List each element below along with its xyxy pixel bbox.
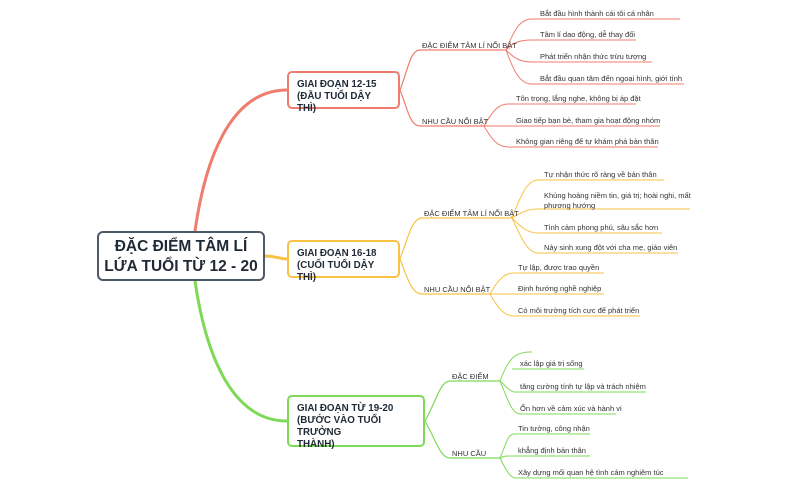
root-topic[interactable]: ĐẶC ĐIỂM TÂM LÍ LỨA TUỔI TỪ 12 - 20	[97, 231, 265, 281]
leaf-item[interactable]: Ổn hơn về cảm xúc và hành vi	[520, 404, 622, 413]
group-label-characteristics[interactable]: ĐẶC ĐIỂM TÂM LÍ NỔI BẬT	[422, 41, 517, 50]
leaf-item[interactable]: Có môi trường tích cực để phát triển	[518, 306, 640, 315]
root-title-line2: LỨA TUỔI TỪ 12 - 20	[104, 258, 258, 275]
stage-12-15[interactable]: GIAI ĐOẠN 12-15 (ĐẦU TUỔI DẬY THÌ)	[287, 71, 400, 114]
leaf-item[interactable]: Định hướng nghề nghiệp	[518, 284, 602, 293]
group-label-characteristics[interactable]: ĐẶC ĐIỂM TÂM LÍ NỔI BẬT	[424, 209, 519, 218]
leaf-item[interactable]: Không gian riêng để tự khám phá bản thân	[516, 137, 659, 146]
stage-subtitle: (ĐẦU TUỔI DẬY THÌ)	[297, 91, 371, 114]
connector-stage1-group2	[399, 89, 484, 127]
leaf-item[interactable]: Tình cảm phong phú, sâu sắc hơn	[544, 223, 659, 232]
connector-s2g1-item2	[511, 208, 690, 219]
stage-subtitle: (BƯỚC VÀO TUỔI TRƯỞNG	[297, 415, 381, 438]
leaf-item[interactable]: Tự nhận thức rõ ràng về bản thân	[544, 170, 657, 179]
group-label-characteristics[interactable]: ĐẶC ĐIỂM	[452, 372, 489, 381]
connector-root-stage1	[193, 88, 288, 232]
connector-s2g1-item1	[511, 179, 664, 219]
leaf-item[interactable]: Khủng hoảng niềm tin, giá trị; hoài nghi…	[544, 191, 691, 210]
connector-s1g2-item1	[483, 103, 636, 127]
leaf-item[interactable]: xác lập giá trị sống	[520, 359, 583, 368]
leaf-item[interactable]: Phát triển nhận thức trừu tượng	[540, 52, 647, 61]
stage-subtitle: (CUỐI TUỔI DẬY THÌ)	[297, 260, 375, 283]
leaf-item[interactable]: Bắt đầu hình thành cái tôi cá nhân	[540, 9, 654, 18]
connector-s2g2-item3	[489, 293, 640, 317]
leaf-item[interactable]: Tâm lí dao động, dễ thay đổi	[540, 30, 636, 39]
connector-stage3-group1	[424, 380, 500, 422]
connector-s2g1-item4	[511, 217, 678, 254]
connector-stage2-group2	[399, 258, 490, 295]
group-label-needs[interactable]: NHU CẦU NỔI BẬT	[424, 285, 491, 294]
stage-19-20[interactable]: GIAI ĐOẠN TỪ 19-20 (BƯỚC VÀO TUỔI TRƯỞNG…	[287, 395, 425, 450]
leaf-item[interactable]: Xây dựng mối quan hệ tình cảm nghiêm túc	[518, 468, 664, 477]
stage-title: GIAI ĐOẠN TỪ 19-20	[297, 403, 394, 414]
leaf-item[interactable]: Bắt đầu quan tâm đến ngoại hình, giới tí…	[540, 74, 683, 83]
group-label-needs[interactable]: NHU CẦU	[452, 449, 487, 458]
connector-s1g1-item4	[505, 49, 684, 85]
connector-s1g2-item3	[483, 125, 658, 148]
connector-stage3-group2	[424, 420, 500, 459]
leaf-item[interactable]: Giao tiếp bạn bè, tham gia hoạt động nhó…	[516, 116, 661, 125]
connector-s3g2-item2	[499, 455, 590, 459]
stage-subtitle-cont: THÀNH)	[297, 439, 335, 450]
group-label-needs[interactable]: NHU CẦU NỔI BẬT	[422, 117, 489, 126]
connector-s2g2-item1	[489, 272, 604, 295]
leaf-item[interactable]: Tin tưởng, công nhận	[518, 424, 590, 433]
connector-s1g1-item2	[505, 39, 636, 51]
leaf-item[interactable]: Tự lập, được trao quyền	[518, 263, 600, 272]
connector-s3g2-item3	[499, 457, 688, 479]
connector-s1g1-item3	[505, 49, 652, 63]
stage-16-18[interactable]: GIAI ĐOẠN 16-18 (CUỐI TUỔI DẬY THÌ)	[287, 240, 400, 283]
connector-s3g1-item3	[499, 380, 616, 415]
leaf-item[interactable]: Nảy sinh xung đột với cha mẹ, giáo viên	[544, 243, 678, 252]
connector-s3g2-item1	[499, 433, 590, 459]
connector-s1g1-item1	[505, 18, 680, 51]
stage-title: GIAI ĐOẠN 16-18	[297, 248, 377, 259]
root-title-line1: ĐẶC ĐIỂM TÂM LÍ	[114, 238, 248, 255]
leaf-item[interactable]: khẳng định bản thân	[518, 446, 586, 455]
stage-title: GIAI ĐOẠN 12-15	[297, 79, 377, 90]
connector-root-stage2	[264, 254, 288, 261]
connector-s3g1-item1	[499, 351, 532, 382]
leaf-item[interactable]: Tôn trọng, lắng nghe, không bị áp đặt	[516, 94, 641, 103]
connector-s2g1-item3	[511, 217, 662, 234]
connector-stage2-group1	[399, 217, 512, 260]
connector-s3g1-item2	[499, 380, 646, 393]
leaf-item[interactable]: tăng cường tính tự lập và trách nhiệm	[520, 382, 646, 391]
connector-root-stage3	[193, 280, 288, 423]
connector-stage1-group1	[399, 49, 506, 91]
